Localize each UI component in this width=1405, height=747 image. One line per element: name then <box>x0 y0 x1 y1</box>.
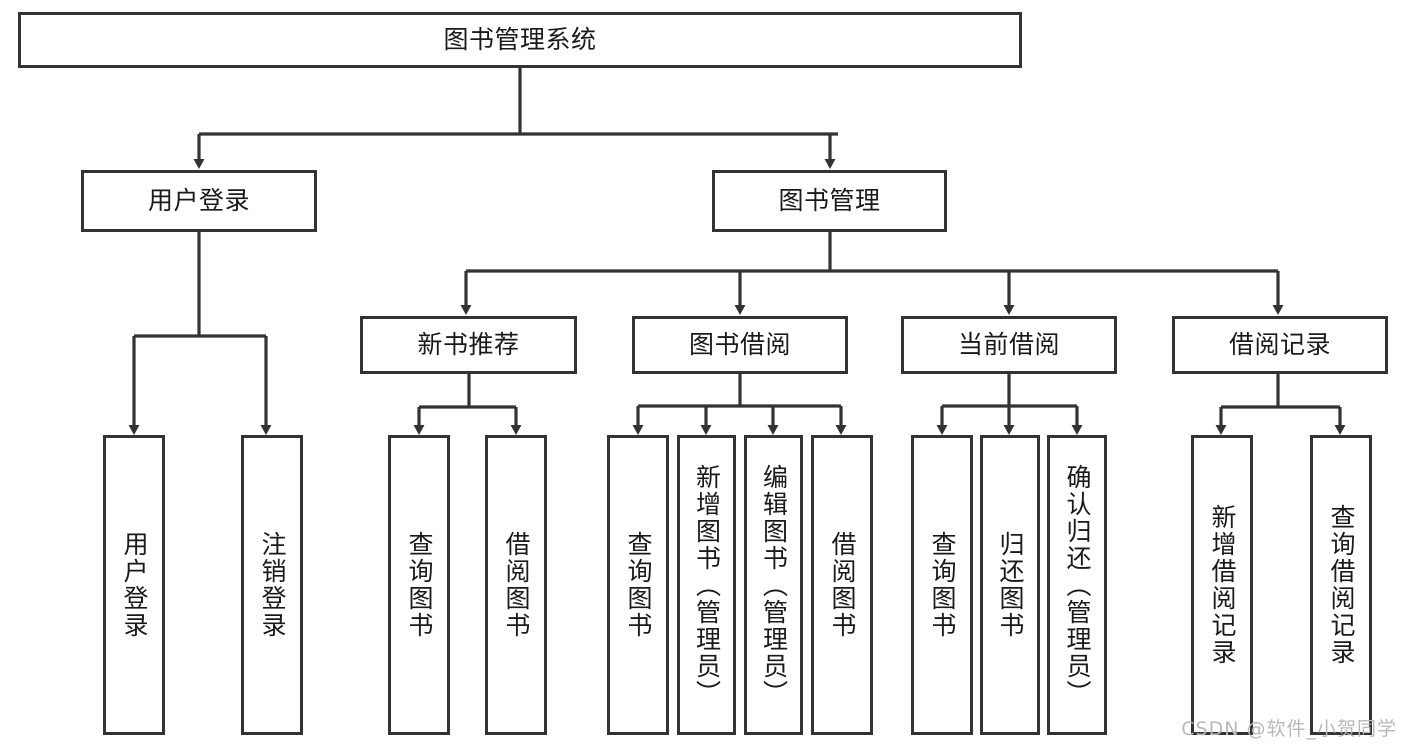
leaf-logout[interactable]: 注销登录 <box>241 435 303 735</box>
node-label: 查询图书 <box>624 531 653 639</box>
node-label: 查询图书 <box>405 531 434 639</box>
node-label: 查询借阅记录 <box>1327 504 1356 666</box>
node-label: 图书管理 <box>778 186 881 216</box>
node-label: 借阅记录 <box>1228 330 1331 360</box>
node-user-login[interactable]: 用户登录 <box>81 170 317 232</box>
node-label: 确认归还（管理员） <box>1063 463 1092 707</box>
leaf-confirm-return-admin[interactable]: 确认归还（管理员） <box>1047 435 1107 735</box>
node-label: 借阅图书 <box>828 531 857 639</box>
leaf-query-book-borrow[interactable]: 查询图书 <box>607 435 669 735</box>
leaf-query-borrow-record[interactable]: 查询借阅记录 <box>1310 435 1372 735</box>
leaf-add-borrow-record[interactable]: 新增借阅记录 <box>1191 435 1253 735</box>
node-label: 用户登录 <box>147 186 250 216</box>
node-label: 当前借阅 <box>957 330 1060 360</box>
node-label: 借阅图书 <box>502 531 531 639</box>
leaf-edit-book-admin[interactable]: 编辑图书（管理员） <box>744 435 803 735</box>
node-current-borrow[interactable]: 当前借阅 <box>901 316 1117 374</box>
node-label: 注销登录 <box>258 531 287 639</box>
node-root-book-management-system[interactable]: 图书管理系统 <box>18 12 1022 68</box>
leaf-user-login[interactable]: 用户登录 <box>103 435 165 735</box>
node-book-borrow[interactable]: 图书借阅 <box>632 316 848 374</box>
leaf-query-book-current[interactable]: 查询图书 <box>911 435 973 735</box>
node-label: 图书管理系统 <box>443 25 597 55</box>
node-label: 新书推荐 <box>417 330 520 360</box>
leaf-query-book-recommend[interactable]: 查询图书 <box>388 435 450 735</box>
node-label: 新增借阅记录 <box>1208 504 1237 666</box>
leaf-return-book[interactable]: 归还图书 <box>980 435 1040 735</box>
node-label: 新增图书（管理员） <box>692 463 722 707</box>
leaf-add-book-admin[interactable]: 新增图书（管理员） <box>677 435 736 735</box>
leaf-borrow-book-recommend[interactable]: 借阅图书 <box>485 435 547 735</box>
node-label: 查询图书 <box>928 531 957 639</box>
node-label: 归还图书 <box>996 531 1025 639</box>
node-label: 用户登录 <box>120 531 149 639</box>
node-new-book-recommend[interactable]: 新书推荐 <box>360 316 577 374</box>
watermark: CSDN @软件_小贺同学 <box>1181 718 1397 740</box>
node-label: 图书借阅 <box>688 330 791 360</box>
leaf-borrow-book[interactable]: 借阅图书 <box>811 435 873 735</box>
node-label: 编辑图书（管理员） <box>759 463 789 707</box>
node-book-management[interactable]: 图书管理 <box>712 170 947 232</box>
node-borrow-record[interactable]: 借阅记录 <box>1172 316 1388 374</box>
